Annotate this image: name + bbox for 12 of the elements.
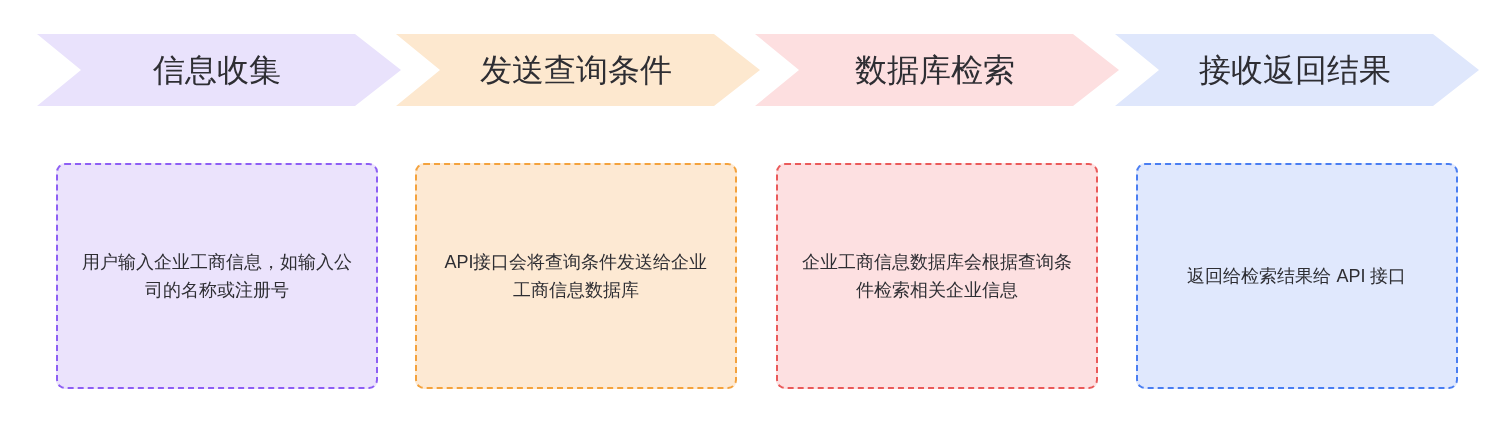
step-title: 数据库检索 (855, 51, 1015, 90)
step-title: 发送查询条件 (480, 51, 672, 90)
step-description: API接口会将查询条件发送给企业工商信息数据库 (443, 251, 709, 302)
step-description-card (415, 163, 737, 389)
step-description: 返回给检索结果给 API 接口 (1186, 265, 1408, 288)
step-title: 信息收集 (153, 51, 281, 90)
step-description-card (776, 163, 1098, 389)
step-title: 接收返回结果 (1199, 51, 1391, 90)
step-description-card (1136, 163, 1458, 389)
step-description: 用户输入企业工商信息，如输入公司的名称或注册号 (81, 251, 353, 302)
step-description-card (56, 163, 378, 389)
step-description: 企业工商信息数据库会根据查询条件检索相关企业信息 (801, 251, 1073, 302)
